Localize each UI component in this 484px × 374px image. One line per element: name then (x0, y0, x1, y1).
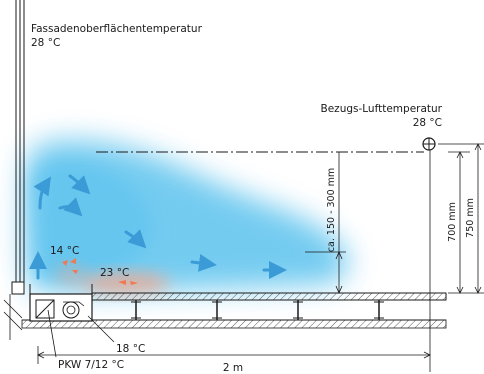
flow-arrow (58, 197, 83, 217)
warm-arrow (72, 270, 78, 274)
warm-air-arrows (62, 258, 138, 285)
facade-temperature-title: Fassadenoberflächentemperatur (31, 23, 203, 35)
cold-air-zone (24, 140, 349, 293)
facade-wall (11, 0, 25, 295)
convector-label: PKW 7/12 °C (58, 359, 124, 371)
temperature-label-18: 18 °C (116, 343, 145, 355)
reference-air-temperature-value: 28 °C (413, 117, 442, 129)
heat-exchanger-icon (35, 299, 55, 319)
dimension-heights (429, 143, 484, 372)
pedestal (131, 300, 141, 320)
facade-temperature-value: 28 °C (31, 37, 60, 49)
distance-label: 2 m (223, 362, 243, 374)
reference-air-temperature-title: Bezugs-Lufttemperatur (321, 103, 443, 115)
height-700-label: 700 mm (447, 202, 458, 242)
dimension-distance (37, 346, 431, 364)
flow-arrow (124, 229, 147, 249)
warm-arrow (70, 258, 76, 264)
leader-lines (47, 309, 115, 358)
temperature-label-14: 14 °C (50, 245, 79, 257)
zone-height-label: ca. 150 - 300 mm (326, 168, 337, 252)
warm-arrow (62, 260, 68, 266)
height-750-label: 750 mm (465, 198, 476, 238)
flow-arrow (190, 253, 217, 272)
fan-icon (62, 301, 85, 319)
flow-arrow (33, 176, 51, 210)
sensor-icon (422, 137, 436, 151)
pedestal (212, 300, 222, 320)
dimension-zone-height (305, 152, 346, 295)
temperature-label-23: 23 °C (100, 267, 129, 279)
floor-convector-unit (29, 284, 93, 322)
reference-height-line (96, 137, 436, 153)
air-flow-arrows (29, 174, 287, 280)
warm-arrow (118, 280, 126, 285)
pedestal (374, 300, 384, 320)
flow-arrow (68, 174, 91, 195)
pedestal (293, 300, 303, 320)
warm-arrow (130, 281, 138, 285)
floor-pedestals (131, 300, 384, 320)
